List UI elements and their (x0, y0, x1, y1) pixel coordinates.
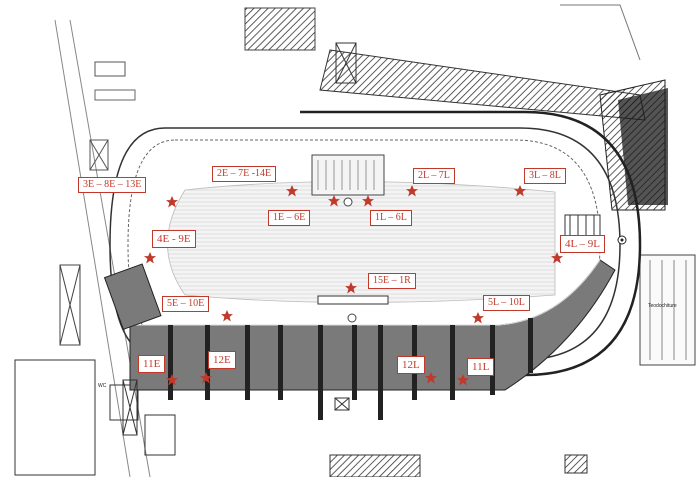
star-icon (221, 310, 233, 322)
truss-left (59, 264, 81, 346)
area-label-right: Teodochiture (648, 303, 677, 309)
label-11e: 11E (138, 355, 166, 373)
building-bottom (329, 454, 421, 477)
star-icon (551, 252, 563, 264)
tent-right (639, 254, 696, 366)
label-5l-10l: 5L – 10L (483, 295, 530, 311)
label-4e-9e: 4E - 9E (152, 230, 196, 248)
label-15e-1r: 15E – 1R (368, 273, 416, 289)
star-icon (328, 195, 340, 207)
label-3e-8e-13e: 3E – 8E – 13E (78, 177, 147, 193)
stage-box (311, 154, 385, 196)
label-12e: 12E (208, 351, 236, 369)
control-booth (317, 295, 389, 305)
building-top (244, 7, 316, 51)
gate-box-left (89, 139, 109, 171)
label-11l: 11L (467, 358, 495, 376)
star-icon (457, 374, 469, 386)
label-4l-9l: 4L – 9L (560, 235, 606, 253)
markers (144, 185, 563, 386)
wc-label: WC (98, 383, 107, 389)
star-icon (406, 185, 418, 197)
star-icon (144, 252, 156, 264)
star-icon (200, 372, 212, 384)
star-icon (166, 374, 178, 386)
label-2l-7l: 2L – 7L (413, 168, 455, 184)
star-icon (286, 185, 298, 197)
building-roof-top (319, 49, 646, 121)
label-12l: 12L (397, 356, 425, 374)
label-5e-10e: 5E – 10E (162, 296, 210, 312)
star-icon (362, 195, 374, 207)
seating-area (167, 154, 627, 323)
label-1e-6e: 1E – 6E (268, 210, 311, 226)
star-icon (166, 196, 178, 208)
truss-bottom (122, 379, 350, 436)
star-icon (425, 372, 437, 384)
star-icon (345, 282, 357, 294)
star-icon (472, 312, 484, 324)
star-icon (514, 185, 526, 197)
label-2e-7e-14e: 2E – 7E -14E (212, 166, 277, 182)
label-3l-8l: 3L – 8L (524, 168, 566, 184)
label-1l-6l: 1L – 6L (370, 210, 412, 226)
crossed-box (335, 42, 357, 84)
surroundings (14, 4, 696, 477)
